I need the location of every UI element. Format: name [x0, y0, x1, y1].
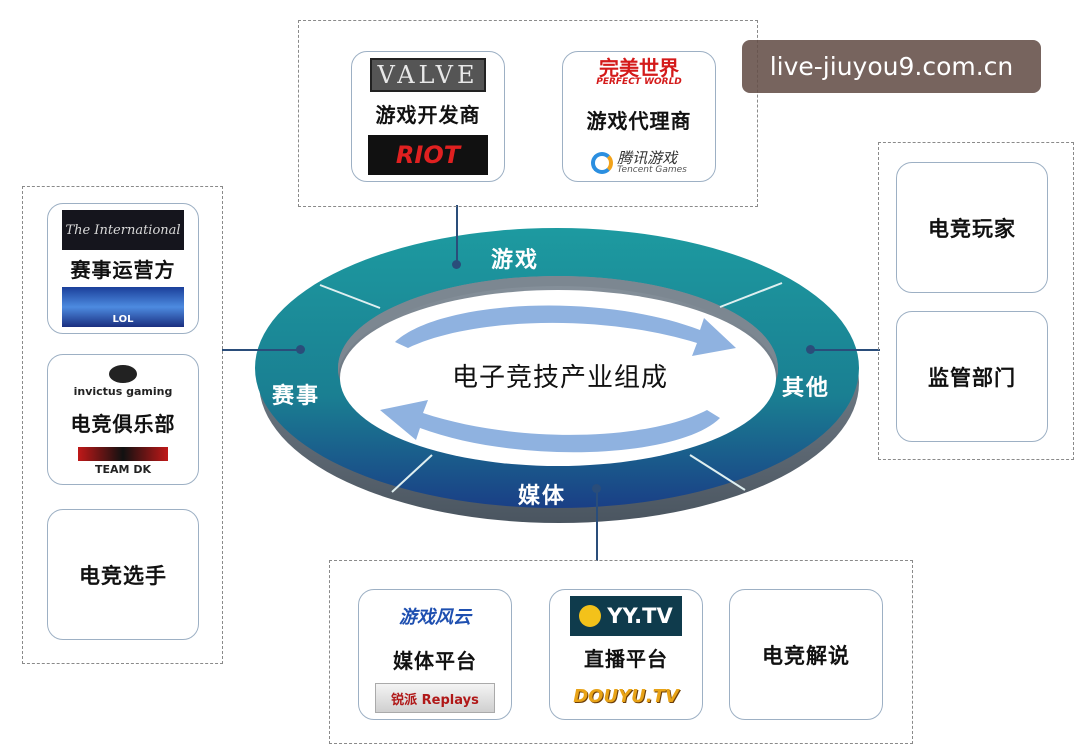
pro-player-label: 电竞选手	[79, 560, 167, 590]
tencent-games-logo: 腾讯游戏 Tencent Games	[591, 151, 687, 175]
commentary-card: 电竞解说	[729, 589, 883, 720]
club-card: invictus gaming 电竞俱乐部 TEAM DK	[47, 354, 199, 485]
club-label: 电竞俱乐部	[71, 408, 176, 437]
connector-dot-other	[806, 345, 815, 354]
connector-dot-events	[296, 345, 305, 354]
operator-card: The International 赛事运营方 LOL	[47, 203, 199, 334]
operator-label: 赛事运营方	[71, 254, 176, 283]
lol-event-logo: LOL	[62, 287, 184, 327]
ring-label-events: 赛事	[272, 378, 320, 410]
replays-logo: 锐派 Replays	[375, 683, 495, 713]
live-platform-card: YY.TV 直播平台 DOUYU.TV	[549, 589, 703, 720]
developer-card: VALVE 游戏开发商 RIOT	[351, 51, 505, 182]
esports-player-label: 电竞玩家	[928, 213, 1016, 243]
publisher-label: 游戏代理商	[587, 105, 692, 134]
yy-play-icon	[579, 605, 601, 627]
team-dk-emblem-icon	[78, 447, 168, 461]
center-title: 电子竞技产业组成	[420, 357, 700, 394]
tencent-swirl-icon	[591, 152, 613, 174]
gamefy-logo: 游戏风云	[375, 596, 495, 636]
ig-emblem-icon	[109, 365, 137, 383]
connector-media	[596, 489, 598, 561]
connector-dot-game	[452, 260, 461, 269]
riot-logo: RIOT	[368, 135, 488, 175]
pro-player-card: 电竞选手	[47, 509, 199, 640]
media-platform-card: 游戏风云 媒体平台 锐派 Replays	[358, 589, 512, 720]
yy-tv-logo: YY.TV	[570, 596, 682, 636]
perfect-world-logo: 完美世界 PERFECT WORLD	[596, 58, 682, 87]
ring-label-game: 游戏	[491, 242, 539, 274]
connector-dot-media	[592, 484, 601, 493]
invictus-gaming-logo: invictus gaming	[68, 361, 178, 401]
watermark: live-jiuyou9.com.cn	[742, 40, 1041, 93]
regulator-label: 监管部门	[928, 362, 1016, 392]
connector-events	[222, 349, 302, 351]
douyu-logo: DOUYU.TV	[570, 679, 682, 713]
commentary-label: 电竞解说	[762, 640, 850, 670]
connector-other	[812, 349, 880, 351]
valve-logo: VALVE	[370, 58, 486, 92]
connector-game	[456, 205, 458, 265]
team-dk-logo: TEAM DK	[63, 444, 183, 478]
ring-label-media: 媒体	[518, 478, 566, 510]
media-platform-label: 媒体平台	[393, 645, 477, 674]
regulator-card: 监管部门	[896, 311, 1048, 442]
ring-label-other: 其他	[782, 370, 830, 402]
the-international-logo: The International	[62, 210, 184, 250]
publisher-card: 完美世界 PERFECT WORLD 游戏代理商 腾讯游戏 Tencent Ga…	[562, 51, 716, 182]
esports-player-card: 电竞玩家	[896, 162, 1048, 293]
live-platform-label: 直播平台	[584, 643, 668, 672]
developer-label: 游戏开发商	[376, 99, 481, 128]
